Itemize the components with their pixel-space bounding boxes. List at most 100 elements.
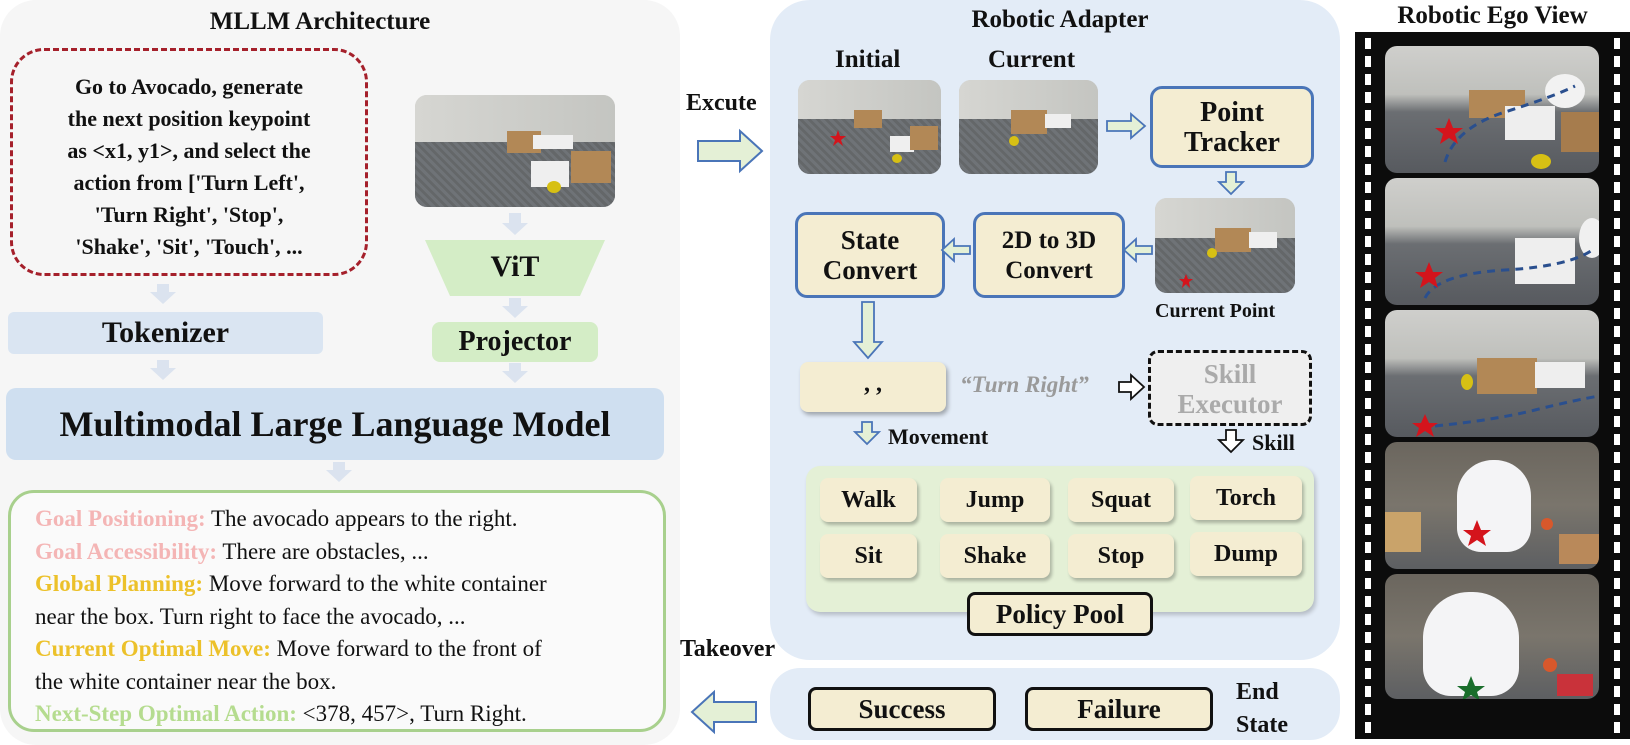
ego-frame [1385,574,1599,699]
film-hole [1614,74,1620,85]
film-hole [1614,650,1620,661]
film-hole [1614,254,1620,265]
film-hole [1614,524,1620,535]
film-hole [1365,272,1371,283]
film-hole [1365,434,1371,445]
film-hole [1365,524,1371,535]
ego-view-title: Robotic Ego View [1397,2,1588,29]
film-hole [1365,488,1371,499]
film-hole [1614,380,1620,391]
takeover-arrow-icon [690,689,757,735]
film-hole [1365,182,1371,193]
policy-torch: Torch [1190,476,1302,520]
prompt-line: 'Turn Right', 'Stop', [94,202,284,227]
film-hole [1614,326,1620,337]
output-line: near the box. Turn right to face the avo… [35,601,649,634]
film-hole [1614,614,1620,625]
vit-label: ViT [490,250,540,283]
output-line: the white container near the box. [35,666,649,699]
down-arrow-icon [502,213,528,235]
ego-frame [1385,442,1599,569]
turn-right-text: “Turn Right” [960,372,1089,397]
left-arrow-icon [1122,236,1153,264]
film-hole [1614,452,1620,463]
prompt-line: 'Shake', 'Sit', 'Touch', ... [75,234,303,259]
film-hole [1365,650,1371,661]
output-text: Move forward to the front of [270,636,542,661]
star-marker-icon [1463,520,1491,546]
star-marker-icon [830,130,846,146]
output-line: Next-Step Optimal Action: <378, 457>, Tu… [35,698,649,731]
output-text: the white container near the box. [35,668,337,694]
film-hole [1365,452,1371,463]
point-tracker-line: Point [1200,97,1264,128]
skill-executor-line: Skill [1203,359,1257,389]
film-hole [1365,362,1371,373]
film-hole [1365,506,1371,517]
film-hole [1614,398,1620,409]
ego-frame [1385,178,1599,305]
film-hole [1365,398,1371,409]
film-hole [1365,380,1371,391]
film-hole [1365,632,1371,643]
film-hole [1365,92,1371,103]
film-hole [1365,326,1371,337]
film-hole [1614,344,1620,355]
film-hole [1614,146,1620,157]
film-hole [1614,470,1620,481]
mllm-model-box: Multimodal Large Language Model [6,388,664,460]
film-hole [1614,560,1620,571]
film-hole [1614,92,1620,103]
film-hole [1365,560,1371,571]
output-label: Goal Accessibility: [35,538,218,564]
skill-arrow-icon [1118,372,1146,402]
down-arrow-icon [1216,171,1246,196]
film-hole [1614,632,1620,643]
skill-label: Skill [1252,430,1295,455]
film-hole [1614,434,1620,445]
output-label: Goal Positioning: [35,506,206,531]
initial-image [798,80,941,174]
down-arrow-icon [150,360,176,380]
film-hole [1365,74,1371,85]
film-hole [1614,668,1620,679]
star-marker-icon [1415,262,1443,288]
output-line: Global Planning: Move forward to the whi… [35,568,649,601]
vit-shape [425,240,605,296]
film-hole [1365,668,1371,679]
skill-executor-line: Executor [1177,389,1283,419]
state-convert-box: State Convert [795,212,945,298]
film-hole [1365,146,1371,157]
film-hole [1365,38,1371,49]
film-hole [1614,542,1620,553]
prompt-box: Go to Avocado, generate the next positio… [10,48,368,276]
film-hole [1365,722,1371,733]
projector-box: Projector [432,322,598,362]
film-hole [1365,596,1371,607]
policy-squat: Squat [1068,478,1174,522]
policy-sit: Sit [820,534,917,578]
input-image [415,95,615,207]
point-tracker-box: Point Tracker [1150,86,1314,168]
film-hole [1365,164,1371,175]
film-hole [1365,200,1371,211]
film-hole [1614,38,1620,49]
policy-walk: Walk [820,478,917,522]
initial-label: Initial [835,46,901,73]
failure-box: Failure [1025,687,1213,731]
film-hole [1614,596,1620,607]
mllm-arrows [150,213,605,482]
star-marker-icon [1412,414,1438,437]
film-hole [1614,110,1620,121]
film-hole [1614,164,1620,175]
output-text: <378, 457>, Turn Right. [296,701,527,726]
film-hole [1365,686,1371,697]
skill-down-arrow-icon [1216,429,1246,454]
output-text: The avocado appears to the right. [205,506,518,531]
down-arrow-icon [852,301,884,360]
film-hole [1365,290,1371,301]
skill-executor-box: Skill Executor [1148,350,1312,426]
output-text: There are obstacles, ... [217,538,429,564]
film-hole [1614,578,1620,589]
